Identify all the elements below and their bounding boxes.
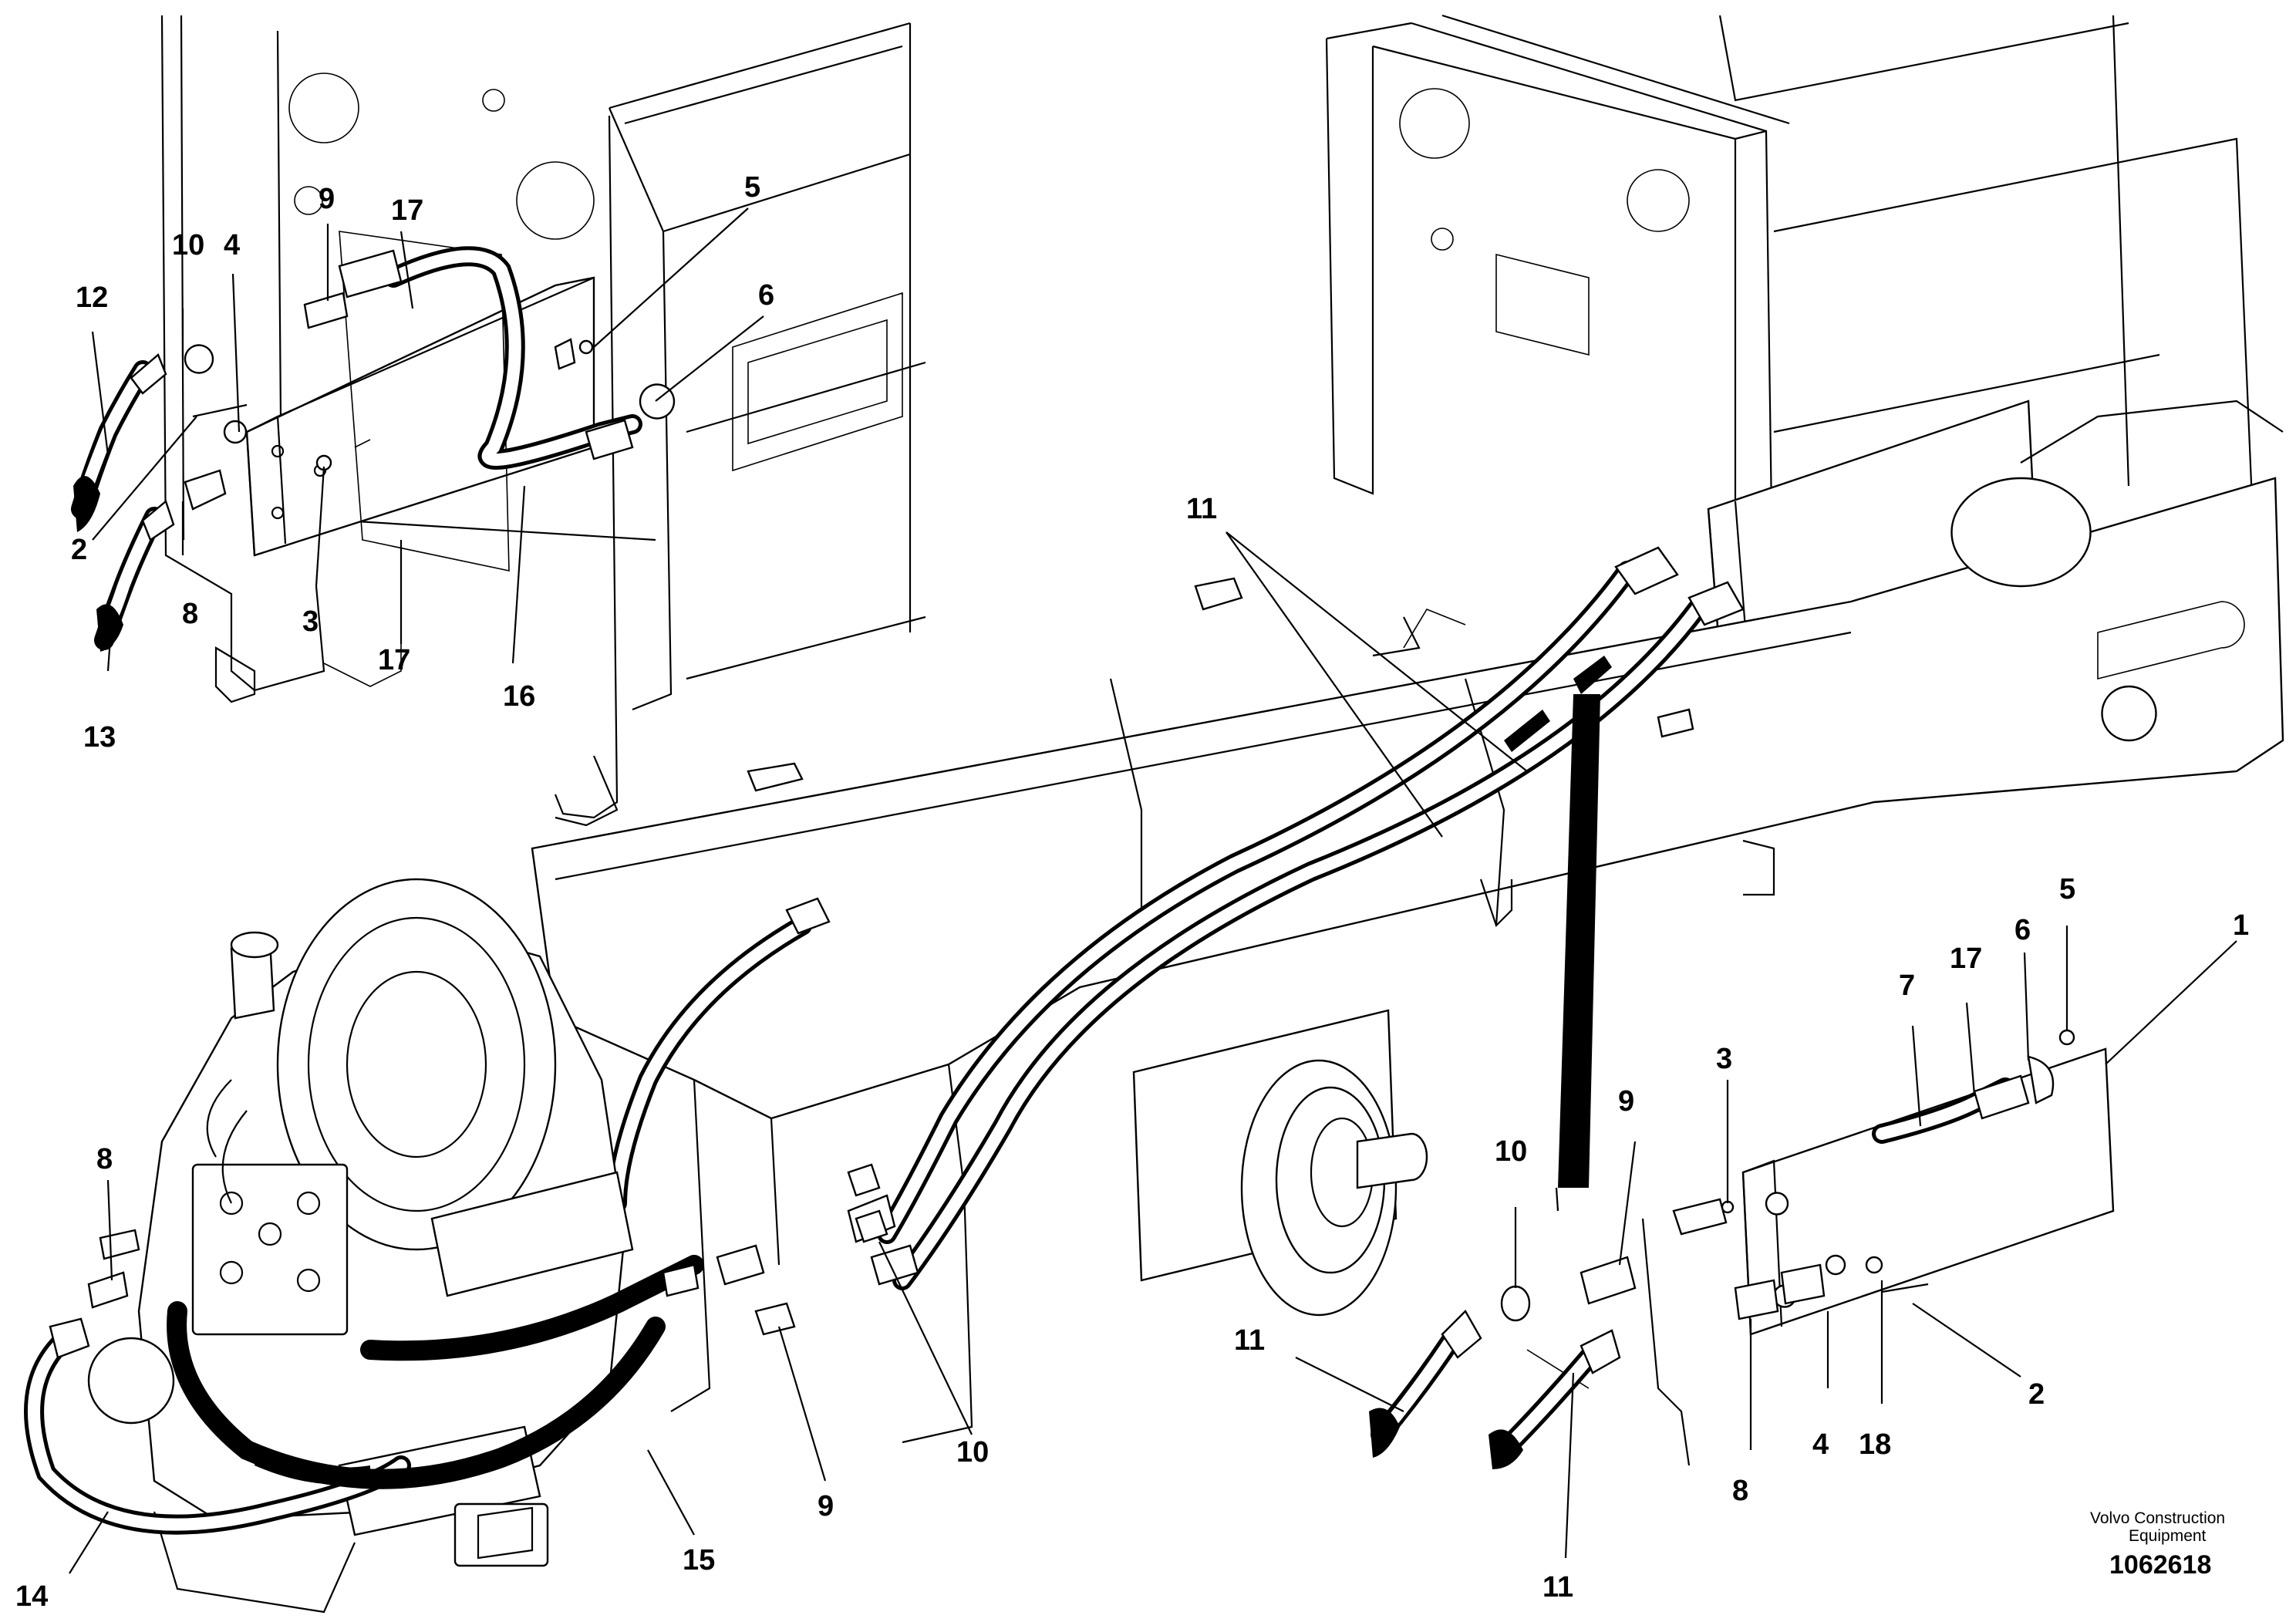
frame-plate-left [160, 15, 926, 827]
hose-16-loop [338, 246, 642, 470]
callout-6-upper: 6 [758, 279, 774, 312]
callout-4-upper: 4 [224, 229, 240, 261]
callout-10-lower-right: 10 [1495, 1135, 1527, 1168]
hose-front-transmission [607, 897, 831, 1213]
callout-11-short-a: 11 [1234, 1324, 1265, 1357]
callout-2-lower-right: 2 [2028, 1378, 2045, 1411]
hose-13 [94, 499, 175, 652]
callout-12: 12 [76, 282, 108, 314]
callout-5-lower-right: 5 [2059, 873, 2075, 905]
fittings-upper-left [184, 292, 676, 511]
callout-17-upper-b: 17 [378, 644, 410, 676]
callout-8-lower-right: 8 [1732, 1475, 1748, 1507]
callout-3-lower-right: 3 [1716, 1043, 1732, 1075]
callout-2-upper: 2 [71, 534, 87, 566]
brand-name-line2: Equipment [2129, 1527, 2207, 1545]
cross-members [747, 577, 1694, 928]
fittings-lower-left [87, 1163, 888, 1336]
callout-4-lower-right: 4 [1812, 1428, 1829, 1461]
callout-8-upper: 8 [182, 598, 198, 630]
callout-5-upper: 5 [744, 171, 760, 204]
brand-name-line1: Volvo Construction [2090, 1509, 2225, 1527]
callout-17-upper-a: 17 [391, 194, 423, 227]
callout-10-upper: 10 [172, 229, 204, 261]
oil-cooler-exploded [1741, 1029, 2115, 1336]
callout-11-short-b: 11 [1542, 1571, 1573, 1603]
callout-1: 1 [2233, 909, 2249, 942]
hose-11-short-a [1369, 1310, 1482, 1458]
callout-9-upper: 9 [319, 183, 335, 215]
callout-7: 7 [1899, 969, 1915, 1002]
callout-18: 18 [1859, 1428, 1891, 1461]
callout-11-frame: 11 [1186, 493, 1217, 525]
leader-lines [69, 207, 2237, 1574]
footer-brand: Volvo Construction Equipment 1062618 [2090, 1509, 2225, 1580]
callout-labels: 12 2 13 10 4 8 3 9 17 17 16 5 6 11 8 14 … [15, 171, 2249, 1613]
axle-hub [1132, 1009, 1428, 1317]
callout-9-lower-left: 9 [818, 1490, 834, 1523]
callout-3-upper: 3 [302, 605, 319, 638]
callout-6-lower-right: 6 [2014, 914, 2031, 946]
callout-16: 16 [503, 680, 535, 713]
fittings-exploded-right [1500, 1198, 1929, 1466]
hose-12 [71, 352, 167, 532]
callout-8-lower-left: 8 [96, 1143, 113, 1175]
callout-10-lower-left: 10 [956, 1436, 989, 1469]
hose-11-short-b [1489, 1329, 1621, 1469]
callout-13: 13 [83, 721, 116, 754]
oil-cooler-left [245, 231, 595, 572]
hose-11-tapered-strip [1558, 694, 1600, 1188]
callout-17-lower-right: 17 [1950, 943, 1982, 975]
callout-9-lower-right: 9 [1618, 1085, 1634, 1118]
transmission [87, 878, 634, 1614]
callout-14: 14 [15, 1580, 48, 1613]
callout-15: 15 [683, 1544, 715, 1576]
hoses-11-along-frame [847, 546, 1745, 1290]
hose-14 [24, 1317, 411, 1535]
document-number: 1062618 [2109, 1550, 2211, 1580]
main-frame [531, 400, 2284, 1444]
